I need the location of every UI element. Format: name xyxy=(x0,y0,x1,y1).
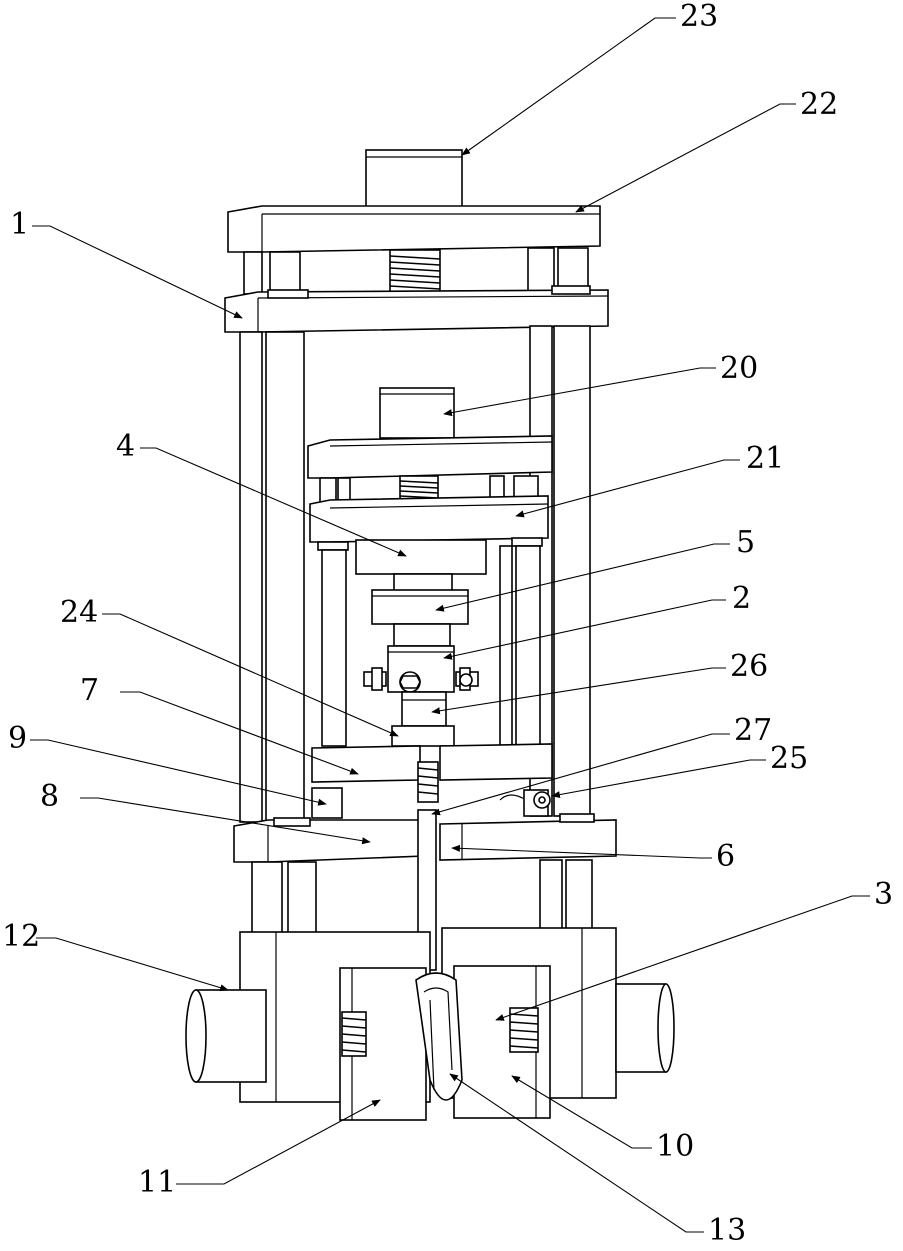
shaft-middle xyxy=(394,624,450,646)
label-27: 27 xyxy=(734,716,772,746)
label-12: 12 xyxy=(2,922,40,952)
label-24: 24 xyxy=(60,598,98,628)
label-11: 11 xyxy=(138,1168,176,1198)
spring-27 xyxy=(418,762,438,802)
label-6: 6 xyxy=(716,842,735,872)
label-3: 3 xyxy=(874,880,893,910)
label-26: 26 xyxy=(730,652,768,682)
connector-26 xyxy=(402,692,446,726)
label-20: 20 xyxy=(720,354,758,384)
holder-block xyxy=(356,540,486,574)
top-plate xyxy=(228,206,600,252)
label-8: 8 xyxy=(40,782,59,812)
cylinder-right xyxy=(616,984,674,1072)
clamp-ring xyxy=(372,590,468,624)
cylinder-left xyxy=(186,990,266,1082)
label-9: 9 xyxy=(8,724,27,754)
hinge-25 xyxy=(500,790,550,816)
label-10: 10 xyxy=(656,1132,694,1162)
upper-frame-plate xyxy=(225,286,608,332)
label-21: 21 xyxy=(746,444,784,474)
spring-left xyxy=(342,1012,366,1056)
label-22: 22 xyxy=(800,90,838,120)
label-13: 13 xyxy=(708,1216,746,1246)
top-motor xyxy=(366,150,462,214)
block-9 xyxy=(312,788,342,818)
middle-upper-plate xyxy=(308,436,552,478)
label-25: 25 xyxy=(770,744,808,774)
label-7: 7 xyxy=(80,676,99,706)
label-1: 1 xyxy=(10,210,29,240)
label-4: 4 xyxy=(116,432,135,462)
label-23: 23 xyxy=(680,2,718,32)
top-screw-spring xyxy=(390,250,440,294)
label-5: 5 xyxy=(736,528,755,558)
middle-motor xyxy=(380,388,454,438)
spring-3 xyxy=(510,1008,538,1052)
pad-24 xyxy=(392,726,454,746)
label-2: 2 xyxy=(732,584,751,614)
bolt-collar xyxy=(364,646,478,692)
